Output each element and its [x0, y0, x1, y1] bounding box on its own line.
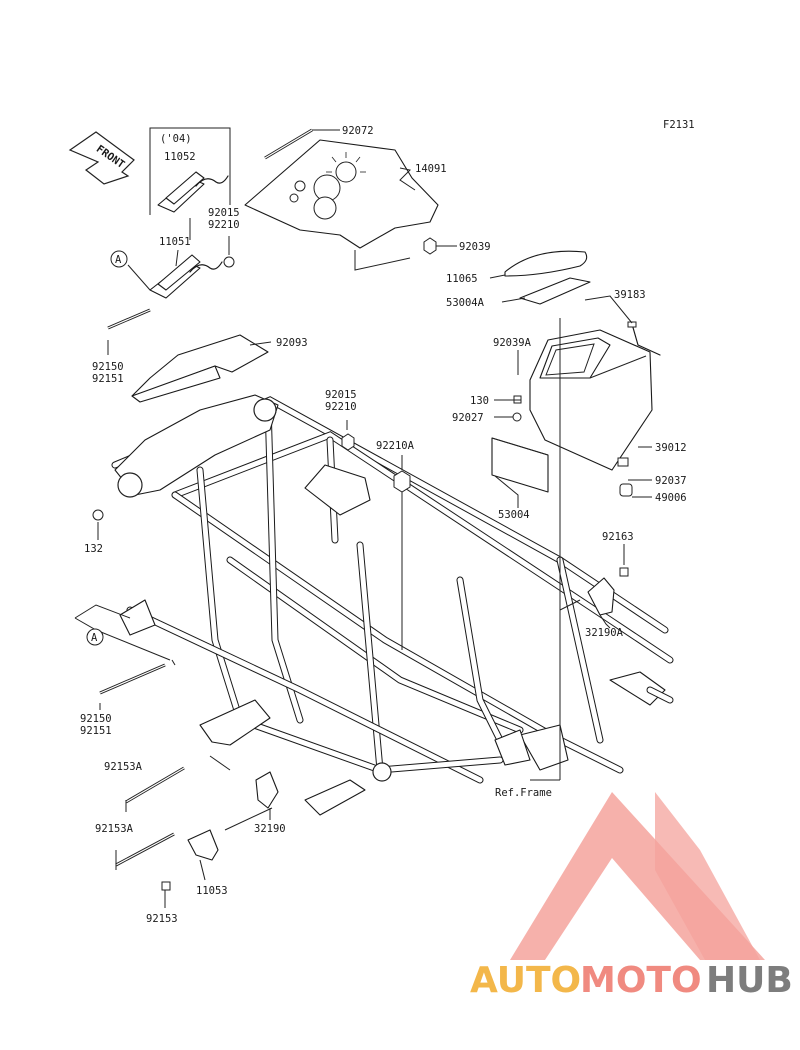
filter-53004	[491, 437, 549, 493]
label-11051: 11051	[159, 236, 191, 248]
label-39183: 39183	[614, 289, 646, 301]
callout-a-top-text: A	[115, 254, 122, 266]
label-130: 130	[470, 395, 489, 407]
label-32190a: 32190A	[585, 627, 624, 639]
label-92153: 92153	[146, 913, 178, 925]
label-49006: 49006	[655, 492, 687, 504]
watermark-hub: HUB	[706, 960, 793, 1001]
label-92151-top: 92151	[92, 373, 124, 385]
nut-92015-mid	[341, 433, 355, 451]
watermark-auto: AUTO	[470, 960, 581, 1001]
pad-92093	[131, 334, 269, 403]
label-92210-mid: 92210	[325, 401, 357, 413]
watermark-logo	[510, 792, 765, 960]
label-92027: 92027	[452, 412, 484, 424]
bolt-92072	[264, 128, 313, 160]
label-11053: 11053	[196, 885, 228, 897]
bracket-11051	[149, 254, 223, 299]
label-92153a-upper: 92153A	[104, 761, 143, 773]
label-92072: 92072	[342, 125, 374, 137]
label-92210-top: 92210	[208, 219, 240, 231]
bolt-92163	[619, 567, 629, 577]
callout-a-bottom: A	[86, 628, 104, 646]
label-11052: 11052	[164, 151, 196, 163]
label-11065: 11065	[446, 273, 478, 285]
label-32190: 32190	[254, 823, 286, 835]
label-53004a: 53004A	[446, 297, 485, 309]
bolt-92150-top	[107, 308, 151, 330]
bracket-39183	[627, 321, 661, 356]
callout-a-bottom-text: A	[91, 632, 98, 644]
bolt-132	[92, 509, 104, 521]
label-year-note: ('04)	[160, 133, 192, 145]
label-92151-bottom: 92151	[80, 725, 112, 737]
watermark-text: AUTO MOTO HUB	[470, 960, 793, 1001]
box-39012	[529, 329, 653, 471]
label-92015-top: 92015	[208, 207, 240, 219]
bracket-11052	[157, 171, 229, 213]
bolt-92150-bottom	[99, 663, 166, 695]
label-92153a-lower: 92153A	[95, 823, 134, 835]
bolt-92153a-lower	[115, 832, 175, 867]
front-arrow-badge: FRONT	[68, 131, 135, 185]
plate-32190a	[587, 577, 615, 616]
skid-plate-14091	[244, 139, 439, 249]
label-92163: 92163	[602, 531, 634, 543]
label-92037: 92037	[655, 475, 687, 487]
cap-49006	[619, 483, 633, 497]
washer-92015-top	[223, 256, 235, 268]
clamp-92037	[617, 457, 629, 467]
label-132: 132	[84, 543, 103, 555]
nut-92039	[423, 237, 437, 255]
label-39012: 39012	[655, 442, 687, 454]
bracket-11053	[187, 829, 219, 861]
watermark-triangle-hole	[565, 880, 660, 945]
label-14091: 14091	[415, 163, 447, 175]
label-92015-mid: 92015	[325, 389, 357, 401]
plate-32190	[255, 771, 279, 809]
label-ref-frame: Ref.Frame	[495, 787, 552, 799]
callout-a-top: A	[110, 250, 128, 268]
label-92093: 92093	[276, 337, 308, 349]
label-53004: 53004	[498, 509, 530, 521]
label-92039: 92039	[459, 241, 491, 253]
diagram-code: F2131	[663, 119, 695, 131]
filter-53004a	[519, 277, 591, 305]
leader-lines	[74, 129, 652, 908]
label-92150-bottom: 92150	[80, 713, 112, 725]
label-92039a: 92039A	[493, 337, 532, 349]
cover-11065	[504, 250, 588, 277]
bolt-92153	[161, 881, 171, 891]
watermark-moto: MOTO	[580, 960, 702, 1001]
label-92150-top: 92150	[92, 361, 124, 373]
bolt-92153a-upper	[125, 766, 185, 804]
washer-92027	[512, 412, 522, 422]
label-92210a: 92210A	[376, 440, 415, 452]
part-labels: F2131 92072 14091 ('04) 11052 92015 9221…	[80, 119, 695, 925]
nut-92210a	[393, 470, 411, 493]
watermark-triangle-inner	[655, 792, 760, 960]
year-variant-box	[149, 127, 231, 215]
